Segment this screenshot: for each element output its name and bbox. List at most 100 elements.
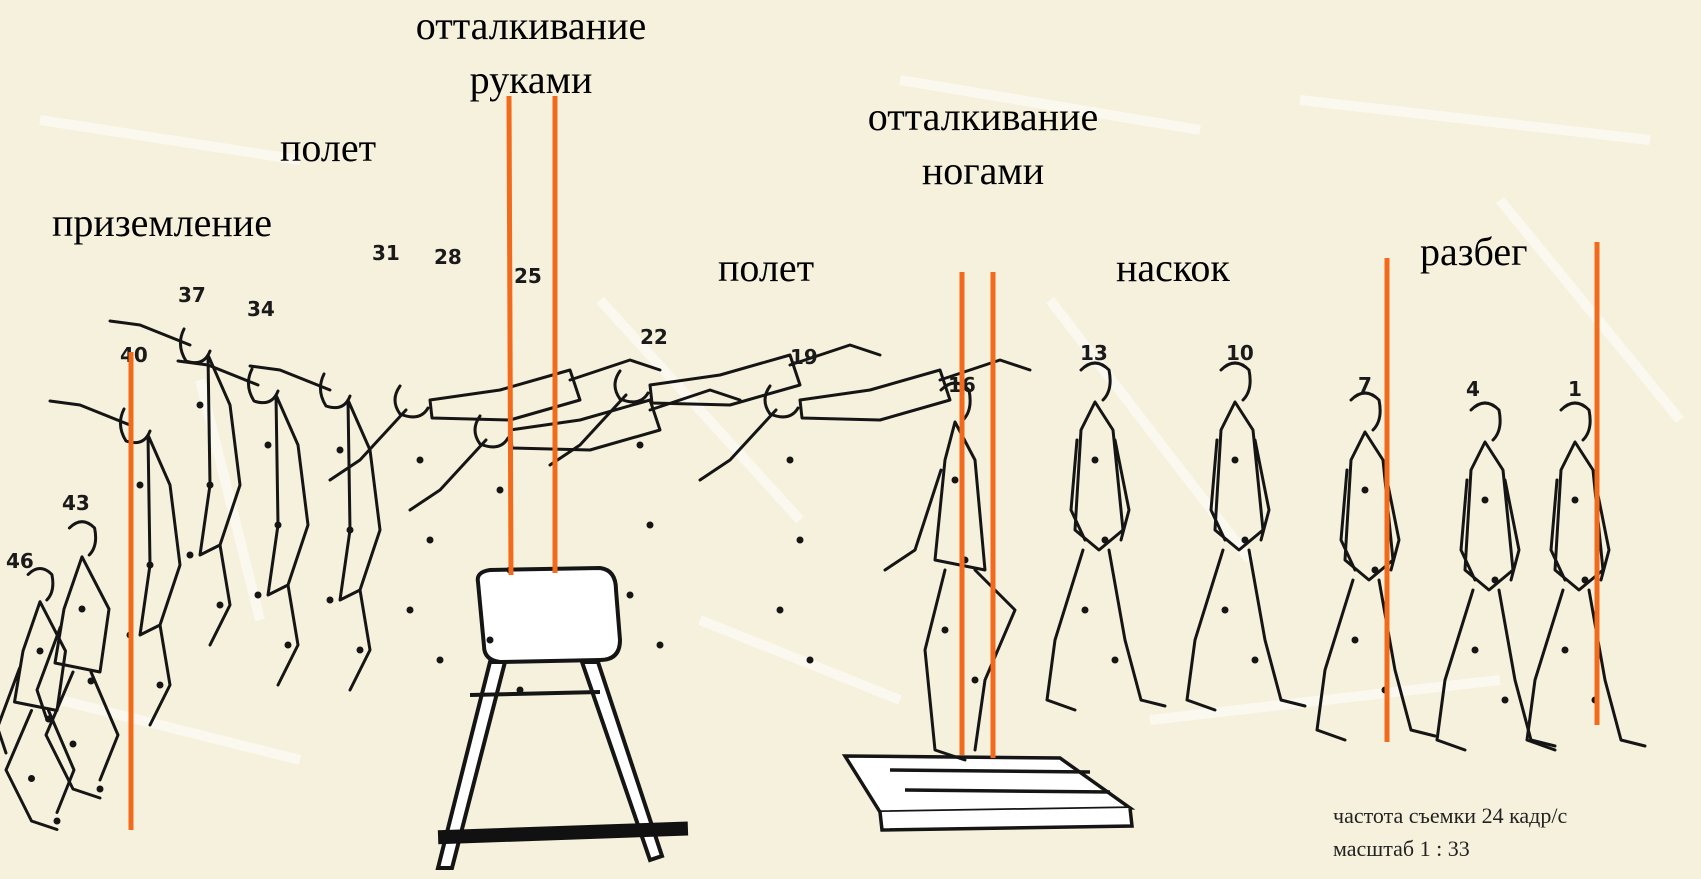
joint-marker <box>637 442 644 449</box>
joint-marker <box>1572 497 1579 504</box>
joint-marker <box>1252 657 1259 664</box>
label-hand-push: отталкивание руками <box>390 6 672 100</box>
figure-outline <box>1047 363 1165 710</box>
figure-outline <box>250 366 380 690</box>
joint-marker <box>187 552 194 559</box>
joint-marker <box>1482 497 1489 504</box>
joint-marker <box>1492 577 1499 584</box>
gymnast-figure <box>1047 363 1165 710</box>
joint-marker <box>1082 607 1089 614</box>
frame-number: 13 <box>1080 341 1108 365</box>
joint-marker <box>417 457 424 464</box>
figure-outline <box>330 360 660 480</box>
frame-number: 31 <box>372 241 400 265</box>
label-hand-push-line1: отталкивание <box>390 6 672 46</box>
gymnast-figure <box>250 366 380 690</box>
joint-marker <box>337 447 344 454</box>
frame-number-labels: 46434037343128252219161310741 <box>6 241 1582 573</box>
gymnast-figure <box>1437 403 1555 750</box>
frame-number: 19 <box>790 345 818 369</box>
joint-marker <box>37 648 44 655</box>
joint-marker <box>1112 657 1119 664</box>
joint-marker <box>88 678 95 685</box>
gymnast-figure <box>1527 403 1645 750</box>
figure-outline <box>178 361 308 685</box>
figure-outline <box>1187 363 1305 710</box>
joint-marker <box>1582 577 1589 584</box>
joint-marker <box>285 642 292 649</box>
joint-marker <box>427 537 434 544</box>
joint-marker <box>1352 637 1359 644</box>
joint-marker <box>657 642 664 649</box>
joint-marker <box>1362 487 1369 494</box>
figure-outline <box>37 522 118 798</box>
frame-number: 1 <box>1568 377 1582 401</box>
joint-marker <box>197 402 204 409</box>
gymnast-figure <box>1187 363 1305 710</box>
joint-marker <box>952 477 959 484</box>
label-run-up: разбег <box>1420 232 1528 272</box>
springboard <box>845 756 1132 830</box>
label-foot-push-line1: отталкивание <box>842 97 1124 137</box>
joint-marker <box>265 442 272 449</box>
frame-number: 25 <box>514 264 542 288</box>
frame-number: 40 <box>120 343 148 367</box>
joint-marker <box>1502 697 1509 704</box>
joint-marker <box>797 537 804 544</box>
joint-marker <box>1472 647 1479 654</box>
label-foot-push-line2: ногами <box>842 151 1124 191</box>
vaulting-horse <box>438 568 662 868</box>
joint-marker <box>1242 537 1249 544</box>
joint-marker <box>497 487 504 494</box>
joint-marker <box>28 775 35 782</box>
joint-marker <box>972 677 979 684</box>
gymnast-figure <box>178 361 308 685</box>
joint-marker <box>137 482 144 489</box>
label-flight-first: полет <box>718 248 814 288</box>
frame-number: 4 <box>1466 377 1480 401</box>
gymnast-figure <box>37 522 118 798</box>
joint-marker <box>647 522 654 529</box>
joint-marker <box>1092 457 1099 464</box>
frame-number: 22 <box>640 325 668 349</box>
joint-marker <box>517 687 524 694</box>
joint-marker <box>627 592 634 599</box>
figure-outline <box>1437 403 1555 750</box>
joint-marker <box>70 741 77 748</box>
joint-marker <box>327 597 334 604</box>
joint-marker <box>1372 567 1379 574</box>
joint-marker <box>437 657 444 664</box>
label-flight-second: полет <box>280 128 376 168</box>
frame-number: 43 <box>62 491 90 515</box>
joint-marker <box>1102 537 1109 544</box>
frame-number: 28 <box>434 245 462 269</box>
joint-marker <box>97 786 104 793</box>
joint-marker <box>787 457 794 464</box>
joint-marker <box>407 607 414 614</box>
joint-marker <box>357 647 364 654</box>
joint-marker <box>347 527 354 534</box>
frame-number: 7 <box>1358 373 1372 397</box>
joint-marker <box>255 592 262 599</box>
frame-rate-caption: частота съемки 24 кадр/с <box>1333 803 1567 829</box>
joint-marker <box>217 602 224 609</box>
joint-marker <box>79 606 86 613</box>
joint-marker <box>942 627 949 634</box>
joint-marker <box>275 522 282 529</box>
joint-marker <box>777 607 784 614</box>
joint-marker <box>487 637 494 644</box>
phase-line-hand-push-a <box>509 96 511 575</box>
frame-number: 10 <box>1226 341 1254 365</box>
joint-marker <box>1562 647 1569 654</box>
frame-number: 37 <box>178 283 206 307</box>
label-landing: приземление <box>52 203 272 243</box>
label-jump-on: наскок <box>1116 248 1230 288</box>
joint-marker <box>1222 607 1229 614</box>
joint-marker <box>147 562 154 569</box>
joint-marker <box>807 657 814 664</box>
figure-outline <box>1527 403 1645 750</box>
frame-number: 34 <box>247 297 275 321</box>
joint-marker <box>207 482 214 489</box>
joint-marker <box>54 818 61 825</box>
